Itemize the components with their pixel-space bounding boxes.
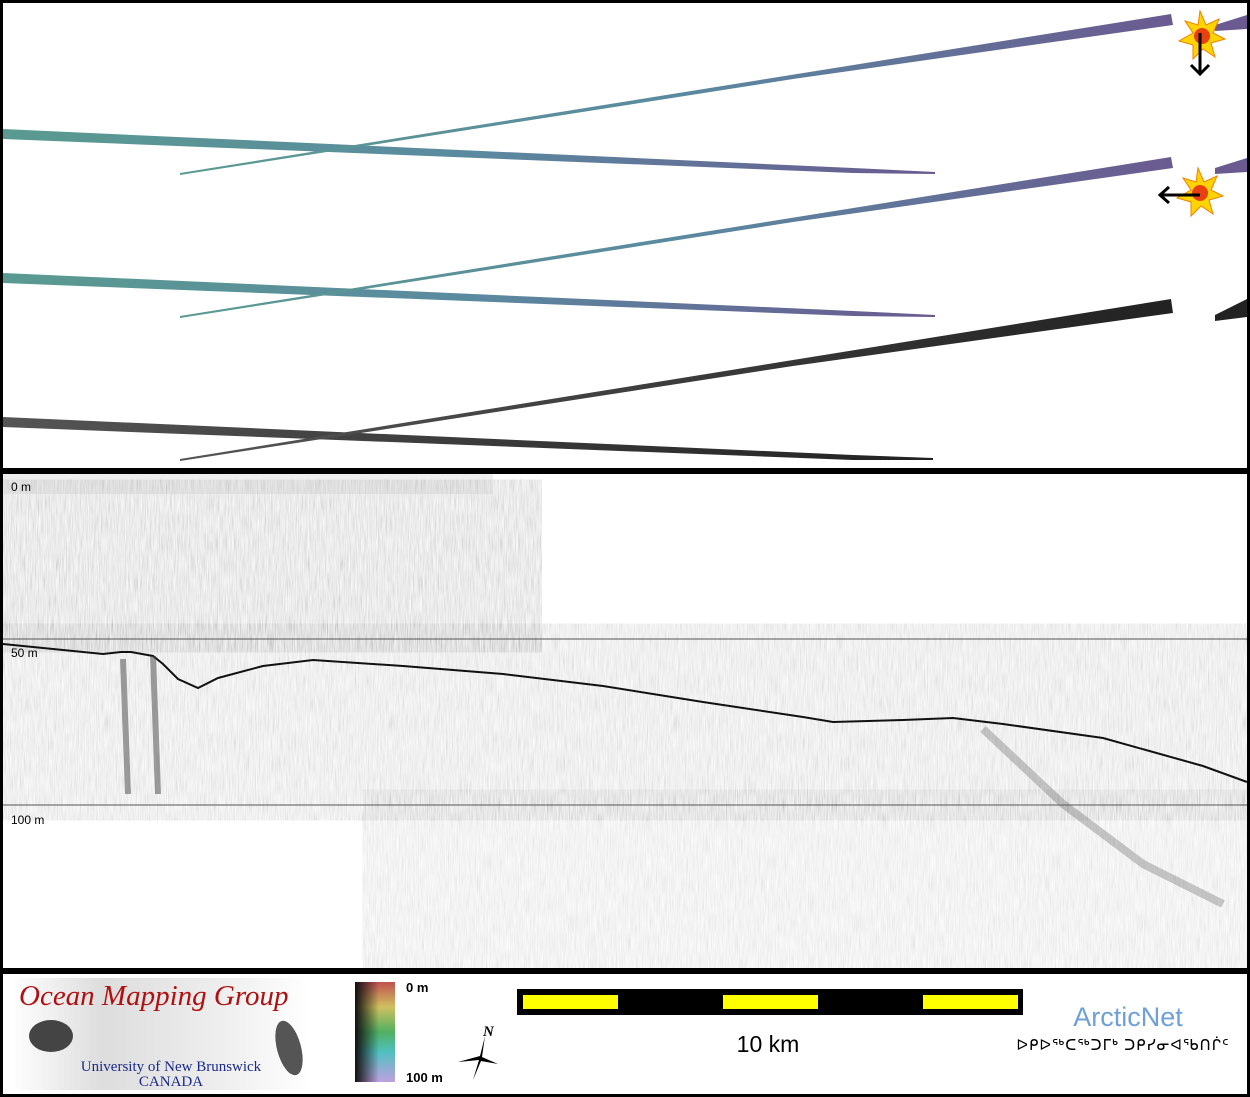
legend-footer: Ocean Mapping Group University of New Br…: [3, 974, 1247, 1094]
scale-bar: [517, 989, 1023, 1015]
north-arrow-icon: N: [458, 1024, 498, 1080]
event-marker-1[interactable]: [1177, 9, 1227, 77]
logo-title: Ocean Mapping Group: [19, 980, 289, 1012]
depth-label-0: 0 m: [11, 480, 32, 494]
depth-label-100: 100 m: [11, 813, 45, 827]
arcticnet-inuktitut: ᐅᑭᐅᖅᑕᖅᑐᒥᒃ ᑐᑭᓯᓂᐊᖃᑎᒌᑦ: [1016, 1037, 1230, 1054]
colorbar-top-label: 0 m: [406, 980, 429, 995]
swath-group-gray: [3, 299, 1247, 461]
logo-university: University of New Brunswick: [80, 1059, 262, 1075]
swath-group-color-1: [3, 14, 1247, 175]
north-label: N: [482, 1024, 495, 1040]
swath-tracks: [3, 9, 1247, 461]
colorbar-bottom-label: 100 m: [406, 1070, 443, 1085]
swath-map-panel: [3, 3, 1247, 468]
depth-label-50: 50 m: [11, 646, 38, 660]
seabed-reflector: [3, 643, 1247, 783]
seismic-profile-panel: 0 m 50 m 100 m: [3, 474, 1247, 968]
arrow-left-icon: [1157, 185, 1200, 205]
seismic-profile: [3, 474, 1247, 968]
scale-label: 10 km: [736, 1031, 800, 1057]
event-marker-2[interactable]: [1157, 166, 1225, 218]
swath-group-color-2: [3, 157, 1247, 318]
sonar-image-icon: [29, 1020, 303, 1076]
logo-country: CANADA: [138, 1074, 204, 1090]
arrow-down-icon: [1189, 33, 1211, 77]
depth-colorbar: [355, 982, 395, 1082]
arcticnet-logo[interactable]: ArcticNet: [1073, 1002, 1183, 1032]
ocean-mapping-group-logo[interactable]: Ocean Mapping Group University of New Br…: [11, 978, 311, 1090]
